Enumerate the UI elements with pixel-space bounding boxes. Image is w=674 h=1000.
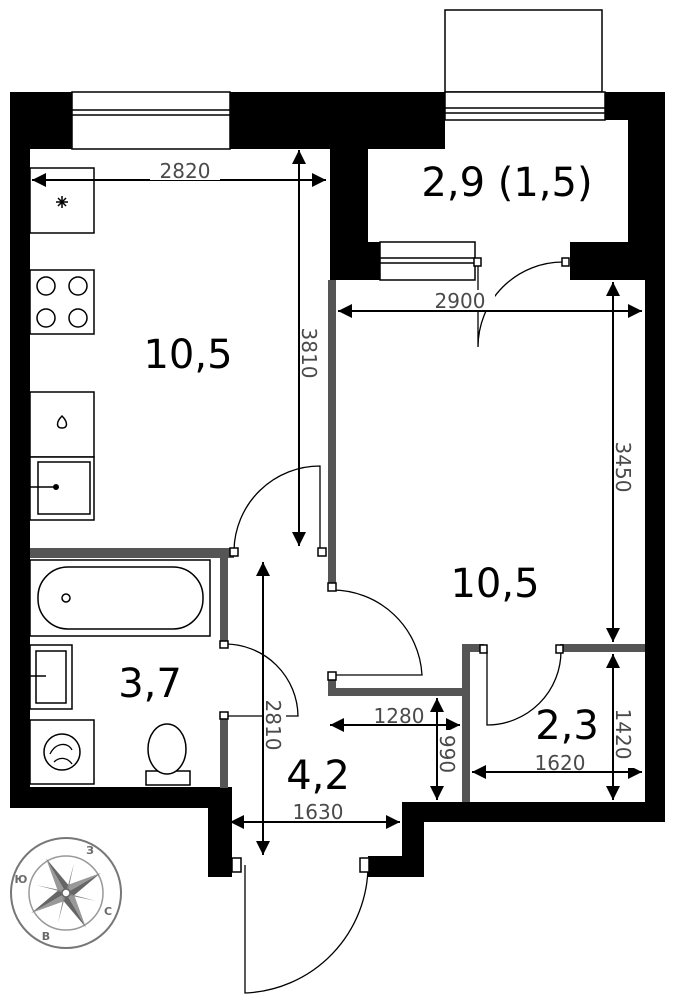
dimension-label: 2900 — [435, 289, 486, 313]
kitchen-fixtures — [29, 167, 95, 521]
dimension-label: 2810 — [261, 700, 285, 751]
dimension-label: 1420 — [611, 709, 635, 760]
dimension-label: 1280 — [374, 704, 425, 728]
windows — [71, 9, 606, 281]
compass-rose: З Ю С В — [10, 837, 122, 949]
dimension-label: 1630 — [293, 800, 344, 824]
dimension-label: 3450 — [611, 442, 635, 493]
bathroom-fixtures — [29, 559, 211, 786]
compass-letter-west: Ю — [15, 873, 28, 886]
burner-icon — [36, 308, 56, 328]
compass-letter-south: В — [42, 930, 50, 943]
compass-star-icon — [31, 858, 101, 928]
doors — [219, 257, 570, 994]
dimension-lines — [32, 150, 642, 855]
snowflake-icon — [56, 196, 68, 208]
burner-icon — [36, 276, 56, 296]
compass-letter-east: С — [104, 905, 112, 918]
kitchen-area-label: 10,5 — [143, 332, 232, 378]
living-room-area-label: 10,5 — [450, 561, 539, 607]
compass-letter-north: З — [86, 844, 94, 857]
burner-icon — [68, 276, 88, 296]
bathroom-area-label: 3,7 — [118, 661, 182, 707]
dimension-label: 2820 — [160, 159, 211, 183]
dimension-label: 3810 — [297, 328, 321, 379]
burner-icon — [68, 308, 88, 328]
dimension-label: 1620 — [535, 751, 586, 775]
interior-walls — [30, 280, 645, 802]
water-drop-icon — [56, 414, 68, 429]
hall-area-label: 4,2 — [286, 753, 350, 799]
balcony-area-label: 2,9 (1,5) — [421, 160, 592, 206]
exterior-walls — [10, 92, 665, 877]
storage-area-label: 2,3 — [535, 703, 599, 749]
toilet-bowl — [147, 723, 187, 775]
dimension-label: 990 — [435, 735, 459, 773]
